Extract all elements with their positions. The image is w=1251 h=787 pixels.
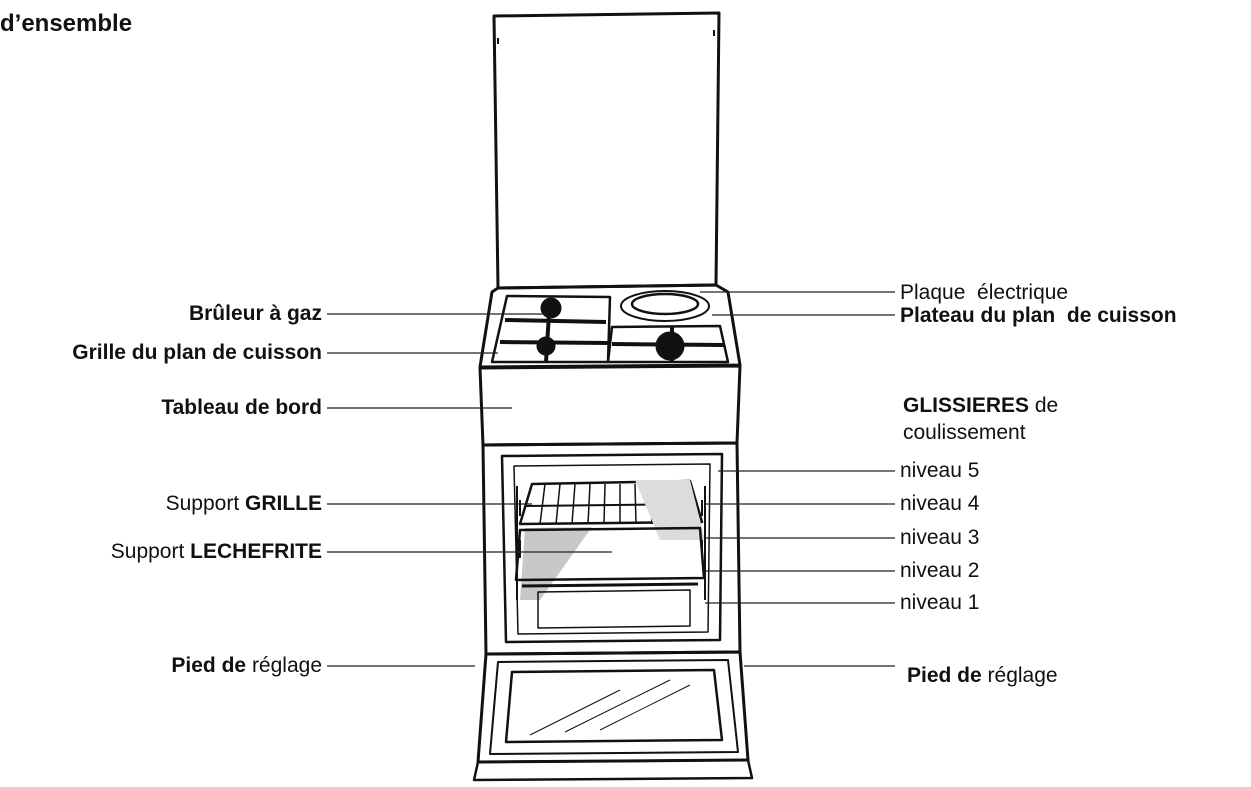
leader-lines [327, 291, 895, 667]
oven-cavity [500, 452, 724, 644]
burner-small [540, 297, 562, 319]
label-coulissement: coulissement [903, 421, 1026, 444]
label-grille-plan: Grille du plan de cuisson [72, 341, 322, 364]
page-title: d’ensemble [0, 10, 133, 37]
label-glissieres: GLISSIERES de [903, 394, 1059, 417]
label-pied-right: Pied de réglage [907, 664, 1058, 687]
label-tableau: Tableau de bord [161, 396, 322, 419]
control-panel [478, 364, 742, 447]
burner-medium [536, 336, 556, 356]
label-niveau-5: niveau 5 [900, 459, 980, 482]
label-support-lechefrite: Support LECHEFRITE [110, 540, 322, 563]
label-niveau-2: niveau 2 [900, 559, 980, 582]
label-niveau-1: niveau 1 [900, 591, 980, 614]
label-plaque: Plaque électrique [900, 281, 1069, 304]
door-glass [504, 668, 724, 744]
electric-plate [620, 290, 710, 322]
cooker-lid [492, 11, 721, 290]
label-support-grille: Support GRILLE [165, 492, 322, 515]
oven-door [476, 650, 750, 764]
label-bruleur: Brûleur à gaz [188, 302, 322, 325]
label-niveau-4: niveau 4 [900, 492, 980, 515]
pan-grid-right [606, 324, 730, 364]
label-pied-left: Pied de réglage [171, 654, 322, 677]
burner-large [655, 331, 685, 361]
label-plateau: Plateau du plan de cuisson [900, 304, 1177, 327]
label-niveau-3: niveau 3 [900, 526, 980, 549]
